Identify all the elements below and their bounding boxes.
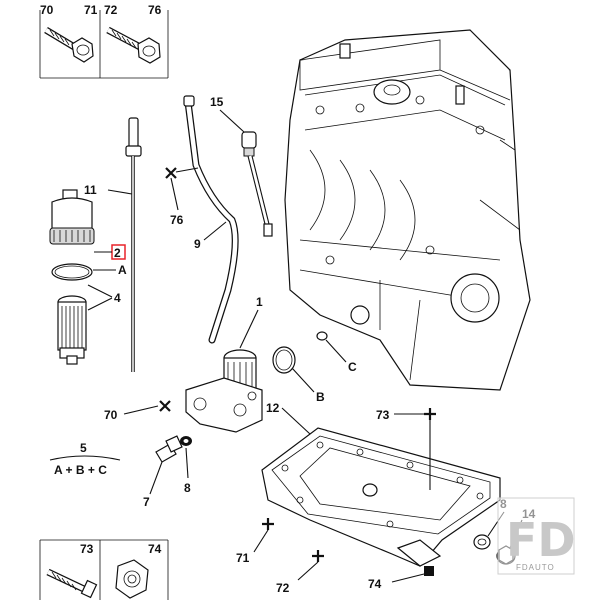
dipstick: 11 [84,117,142,372]
callout-71: 71 [84,3,98,17]
callout-76: 76 [148,3,162,17]
bolt-box-top: 70 71 72 76 [39,3,169,79]
callout-c: C [348,360,357,374]
callout-74: 74 [368,577,382,591]
bolt-73 [46,568,98,599]
callout-9: 9 [194,237,201,251]
washer-8: 8 [180,436,192,495]
seal-b: B [272,346,325,404]
bolt-70-71 [44,26,94,63]
oil-pan: 12 [261,401,501,567]
callout-71b: 71 [236,551,250,565]
bolt-72-76 [106,26,161,64]
o-ring-a: A [51,263,127,281]
callout-73: 73 [376,408,390,422]
mark-72: 72 [276,550,324,595]
callout-72b: 72 [276,581,290,595]
mark-74: 74 [368,566,434,591]
callout-70b: 70 [104,408,118,422]
watermark-text: FDAUTO [516,563,555,572]
callout-73b: 73 [80,542,94,556]
watermark-logo: FD FDAUTO [497,497,576,575]
oil-sensor: 15 [210,95,273,237]
callout-b: B [316,390,325,404]
callout-2-box: 2 [94,244,126,260]
filter-element-4: 4 [57,284,121,365]
oil-filter-housing: 1 [185,295,263,433]
callout-1: 1 [256,295,263,309]
dipstick-tube: 76 9 [165,95,239,344]
callout-8: 8 [184,481,191,495]
callout-a: A [118,263,127,277]
callout-5: 5 [80,441,87,455]
callout-15: 15 [210,95,224,109]
callout-74b: 74 [148,542,162,556]
oil-filter-cap [49,189,95,245]
nut-74 [115,559,149,599]
callout-12: 12 [266,401,280,415]
callout-72: 72 [104,3,118,17]
callout-11: 11 [84,183,97,197]
callout-4: 4 [114,291,121,305]
mark-73: 73 [376,408,436,490]
mark-70: 70 [104,400,171,422]
watermark-fd: FD [506,513,576,567]
formula-5: 5 A + B + C [49,441,121,477]
callout-2: 2 [114,246,121,260]
formula-text: A + B + C [54,463,107,477]
mark-71: 71 [236,518,274,565]
callout-76b: 76 [170,213,184,227]
sensor-7: 7 [143,435,183,509]
callout-7: 7 [143,495,150,509]
seal-c: C [316,331,357,374]
bolt-box-bottom: 73 74 [39,539,169,600]
callout-70: 70 [40,3,54,17]
engine-block [284,29,531,391]
